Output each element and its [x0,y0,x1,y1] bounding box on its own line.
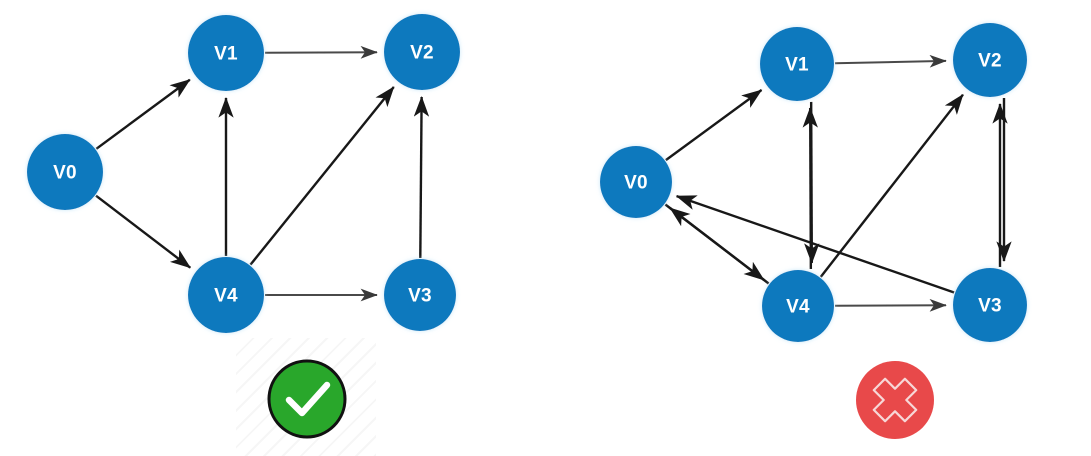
node-circle-v3 [953,268,1027,342]
edge-v4-to-v3 [834,298,947,312]
node-circle-v1 [188,15,264,91]
badge-circle [267,359,347,439]
node-v1[interactable]: V1 [760,27,834,101]
edge-v4-to-v2 [249,86,395,266]
node-circle-v0 [27,134,103,210]
edge-v3-to-v0 [675,194,955,294]
node-circle-v3 [384,259,456,331]
node-circle-v4 [188,257,264,333]
node-label-v4: V4 [786,297,810,318]
edge-v0-to-v1 [665,89,763,162]
node-circle-v4 [762,270,834,342]
edge-v4-to-v1 [802,106,818,269]
node-v0[interactable]: V0 [600,146,672,218]
edge-v4-to-v0 [669,207,770,285]
node-label-v3: V3 [978,296,1002,317]
cross-icon [872,377,918,423]
node-circle-v2 [953,23,1027,97]
check-icon [285,381,331,417]
node-label-v2: V2 [978,51,1002,72]
node-label-v0: V0 [624,173,648,194]
node-v1[interactable]: V1 [188,15,264,91]
graph-left-edges [95,45,430,302]
node-label-v3: V3 [408,286,432,307]
node-circle-v0 [600,146,672,218]
valid-badge [267,359,347,439]
node-v3[interactable]: V3 [384,259,456,331]
node-label-v4: V4 [214,286,238,307]
edge-v1-to-v2 [834,54,947,68]
node-v2[interactable]: V2 [384,14,460,90]
node-v0[interactable]: V0 [27,134,103,210]
verdict-badges [267,359,934,439]
node-v2[interactable]: V2 [953,23,1027,97]
edge-v0-to-v1 [95,78,191,150]
edge-v3-to-v2 [413,96,430,259]
node-circle-v2 [384,14,460,90]
node-label-v2: V2 [410,43,434,64]
node-circle-v1 [760,27,834,101]
edge-v0-to-v4 [95,194,192,269]
graph-right-edges [664,54,1012,312]
edge-v1-to-v2 [264,45,378,59]
node-label-v1: V1 [785,55,809,76]
node-v3[interactable]: V3 [953,268,1027,342]
node-label-v0: V0 [53,163,77,184]
node-v4[interactable]: V4 [762,270,834,342]
node-v4[interactable]: V4 [188,257,264,333]
node-label-v1: V1 [214,44,238,65]
invalid-badge [856,361,934,439]
edge-v4-to-v2 [819,93,964,278]
